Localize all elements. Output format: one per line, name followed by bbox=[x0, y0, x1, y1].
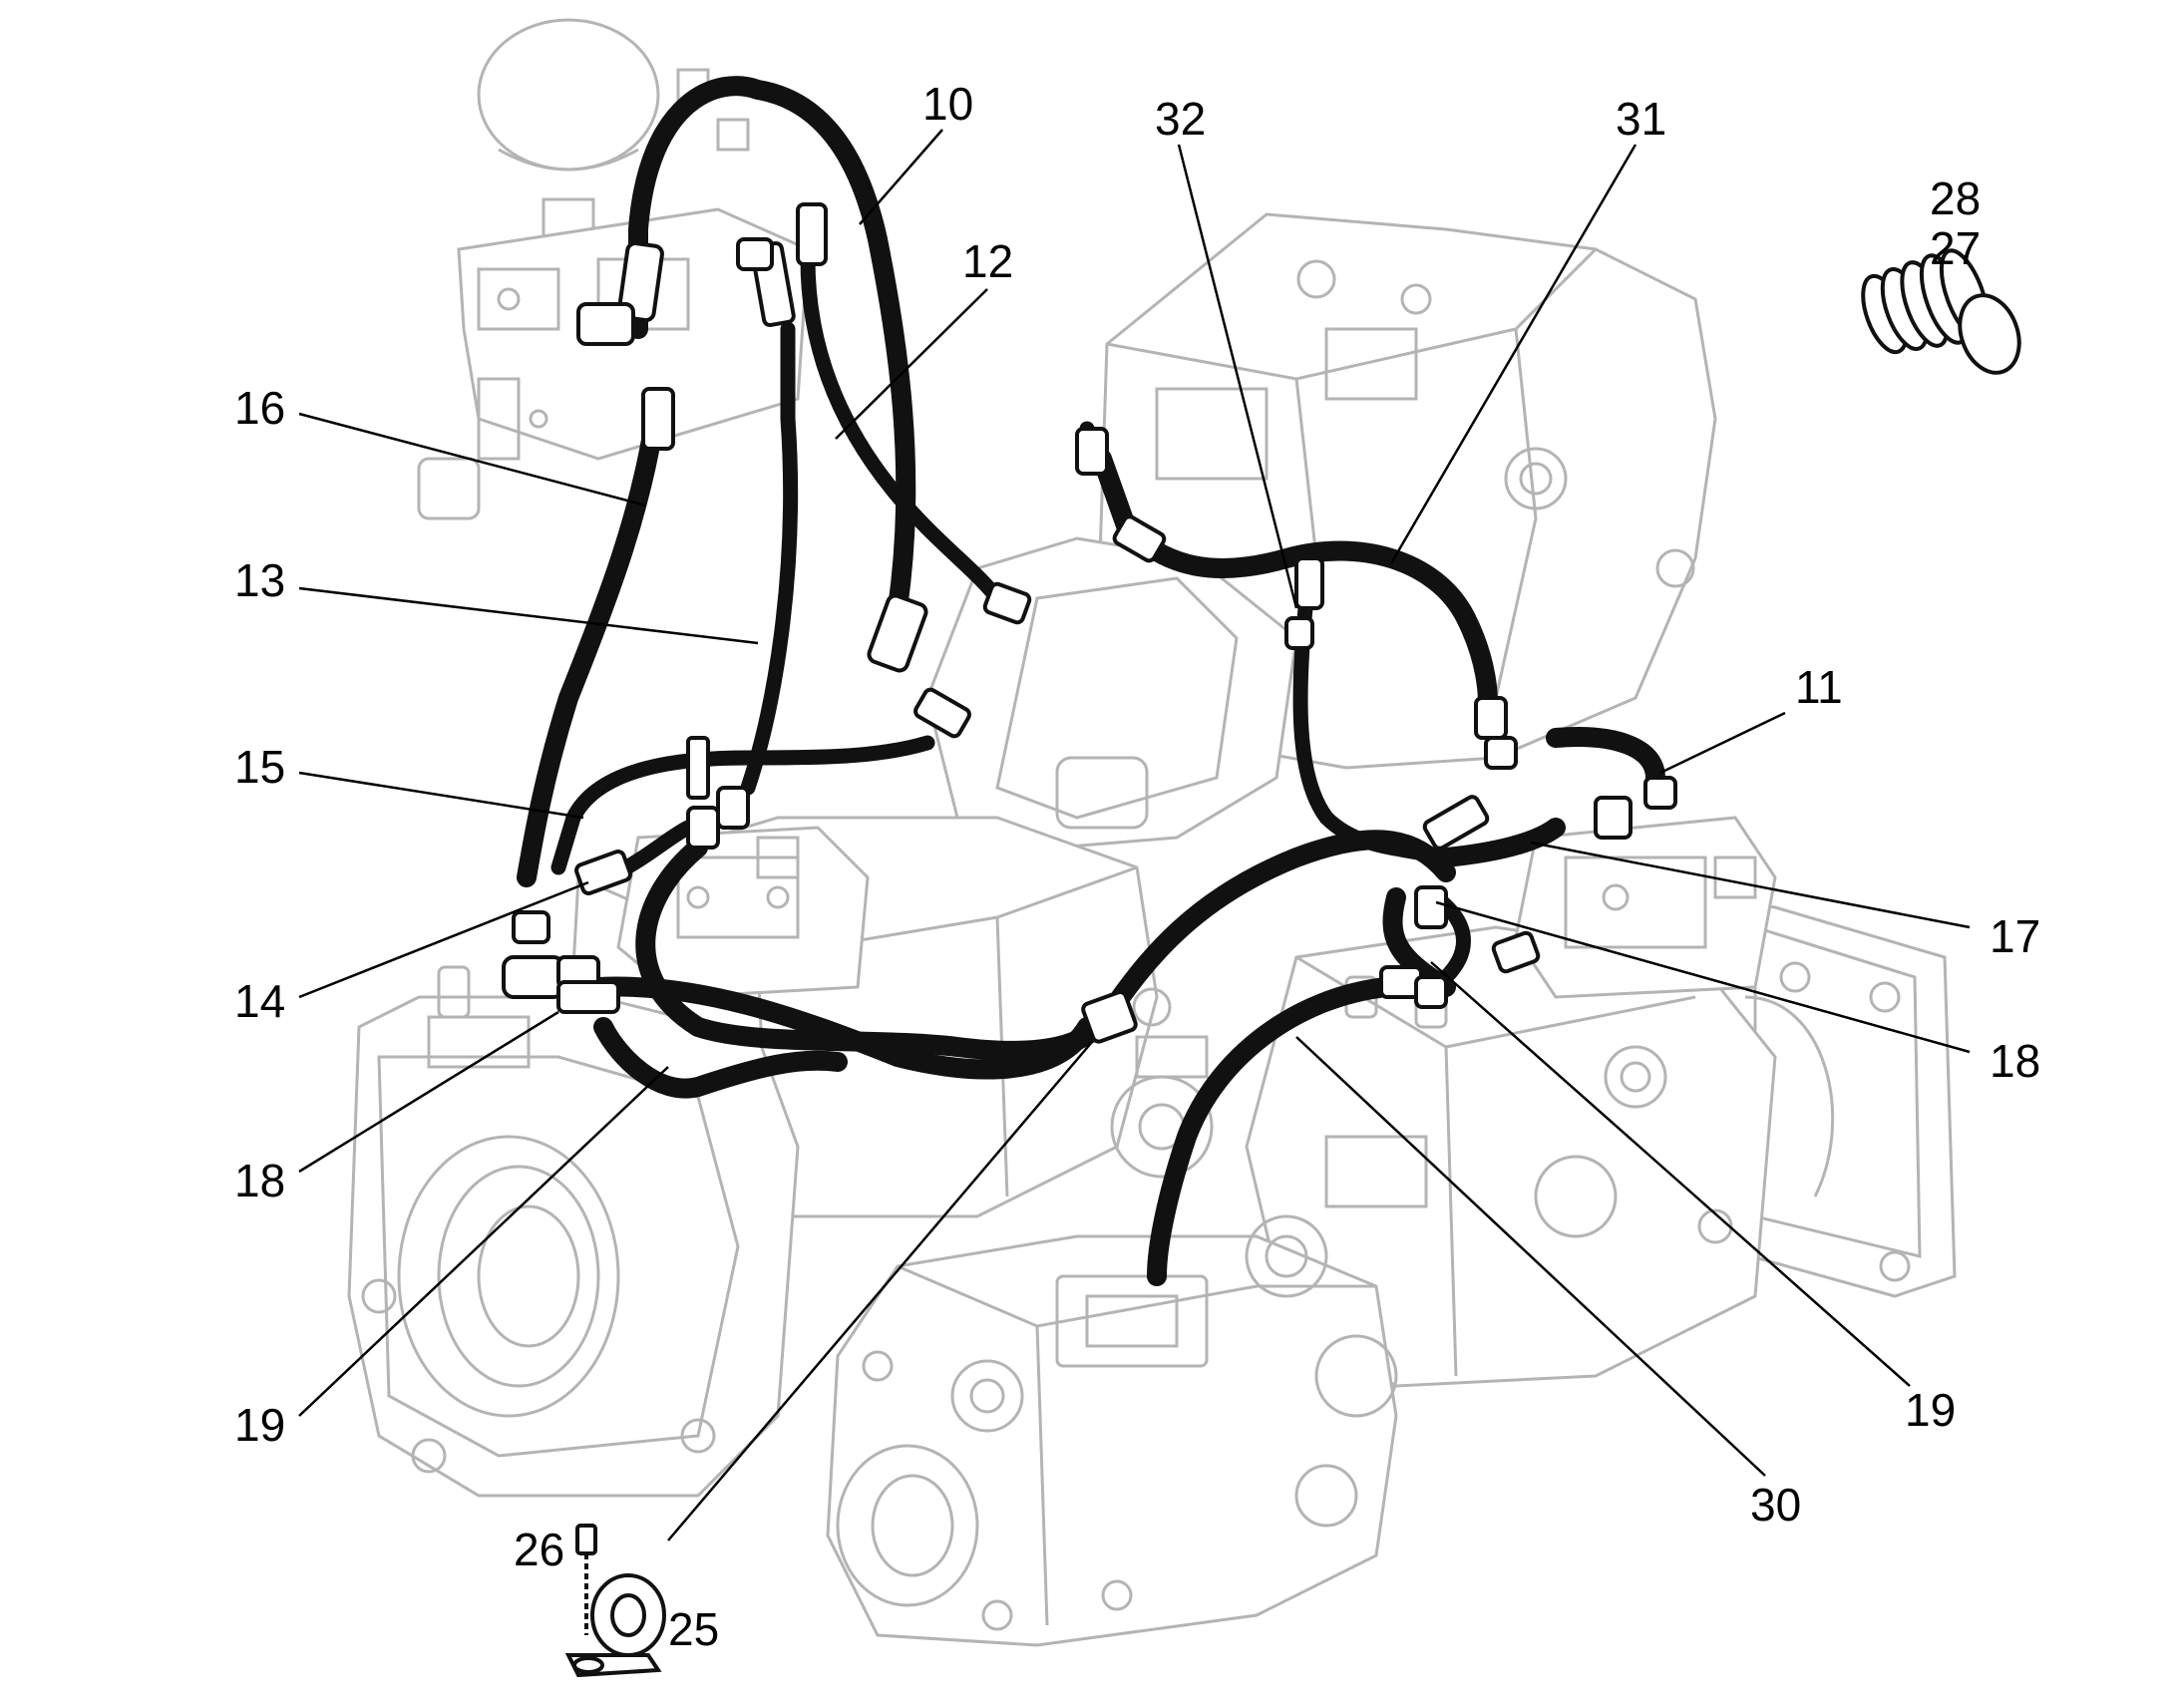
callout-15: 15 bbox=[234, 741, 285, 793]
callout-13: 13 bbox=[234, 554, 285, 606]
hose-17 bbox=[1436, 818, 1566, 867]
callout-17: 17 bbox=[1990, 910, 2040, 962]
hose-fittings bbox=[502, 202, 1677, 1044]
callout-28: 28 bbox=[1930, 172, 1981, 224]
hose-13 bbox=[740, 321, 799, 796]
callout-26: 26 bbox=[514, 1524, 564, 1575]
hose-12 bbox=[800, 251, 1005, 606]
callout-11: 11 bbox=[1795, 661, 1843, 713]
callout-18-right: 18 bbox=[1990, 1035, 2040, 1087]
bolt-part-26 bbox=[575, 1524, 597, 1635]
hose-lower-left bbox=[635, 838, 1107, 1061]
callout-16: 16 bbox=[234, 382, 285, 434]
clamp-part-25 bbox=[564, 1573, 666, 1678]
callout-25: 25 bbox=[668, 1603, 719, 1655]
hose-15 bbox=[550, 735, 935, 875]
hose-19-left bbox=[593, 1017, 848, 1099]
callout-19-left: 19 bbox=[234, 1399, 285, 1451]
hose-30 bbox=[1147, 977, 1396, 1286]
hose-10 bbox=[628, 76, 916, 618]
pump-assembly-body bbox=[347, 18, 1957, 1647]
hose-16 bbox=[517, 419, 663, 887]
leader-lines bbox=[298, 129, 1971, 1541]
callout-19-right: 19 bbox=[1905, 1384, 1956, 1436]
callout-27: 27 bbox=[1930, 222, 1981, 274]
callout-10: 10 bbox=[922, 78, 973, 130]
callout-12: 12 bbox=[962, 235, 1013, 287]
spring-part-27-28 bbox=[1861, 248, 2021, 375]
callout-14: 14 bbox=[234, 975, 285, 1027]
callout-32: 32 bbox=[1155, 93, 1206, 145]
callout-labels: 10 12 13 16 15 14 18 19 26 25 32 31 28 2… bbox=[234, 78, 2040, 1655]
callout-18-left: 18 bbox=[234, 1155, 285, 1206]
callout-31: 31 bbox=[1616, 93, 1666, 145]
hose-31 bbox=[1092, 449, 1498, 728]
hose-32 bbox=[1292, 590, 1454, 865]
hose-11 bbox=[1546, 727, 1665, 788]
callout-30: 30 bbox=[1750, 1479, 1801, 1531]
hose-18-left bbox=[588, 976, 1097, 1080]
